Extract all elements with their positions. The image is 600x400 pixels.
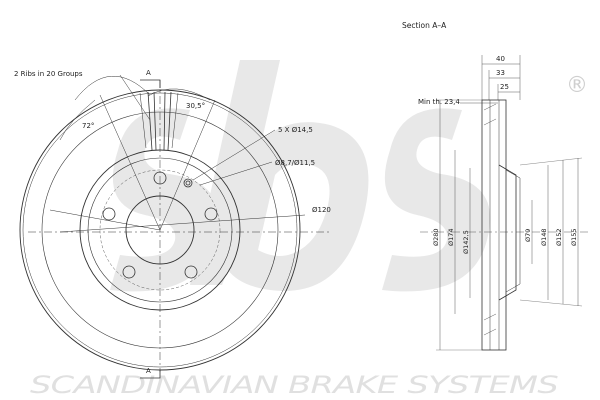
- section-marker-bottom: A: [146, 367, 151, 375]
- min-thickness-label: Min th. 23,4: [418, 98, 460, 106]
- small-holes-label: Ø8,7/Ø11,5: [275, 159, 315, 167]
- d155-label: Ø155: [570, 228, 578, 246]
- dim-25-label: 25: [500, 83, 509, 91]
- d79-label: Ø79: [524, 229, 532, 242]
- d280-label: Ø280: [432, 228, 440, 246]
- section-title: Section A–A: [402, 21, 447, 30]
- brand-line: SCANDINAVIAN BRAKE SYSTEMS: [30, 371, 558, 399]
- pcd-label: Ø120: [312, 206, 331, 214]
- angle-30-5-label: 30,5°: [186, 102, 205, 110]
- d142-5-label: Ø142,5: [462, 230, 470, 254]
- registered-mark: ®: [566, 73, 588, 98]
- bolt-holes-label: 5 X Ø14,5: [278, 126, 313, 134]
- d152-label: Ø152: [555, 228, 563, 246]
- ribs-label: 2 Ribs in 20 Groups: [14, 70, 83, 78]
- sbs-watermark-logo: ®: [110, 60, 588, 292]
- d174-label: Ø174: [447, 228, 455, 246]
- d148-label: Ø148: [540, 228, 548, 246]
- dim-33-label: 33: [496, 69, 505, 77]
- section-view: [420, 55, 590, 351]
- angle-72-label: 72°: [82, 122, 94, 130]
- section-marker-top: A: [146, 69, 151, 77]
- dim-40-label: 40: [496, 55, 505, 63]
- front-view: [19, 74, 330, 379]
